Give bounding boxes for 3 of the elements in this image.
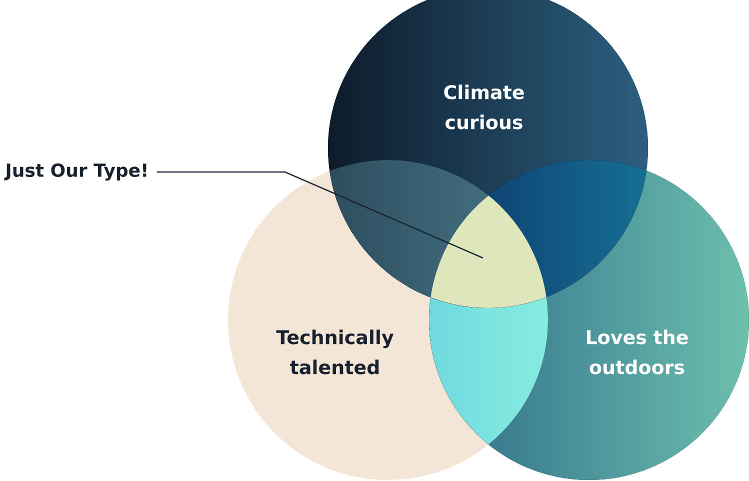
callout-label: Just Our Type! [4, 163, 146, 181]
leader-line [156, 171, 484, 259]
center-region [430, 196, 546, 308]
